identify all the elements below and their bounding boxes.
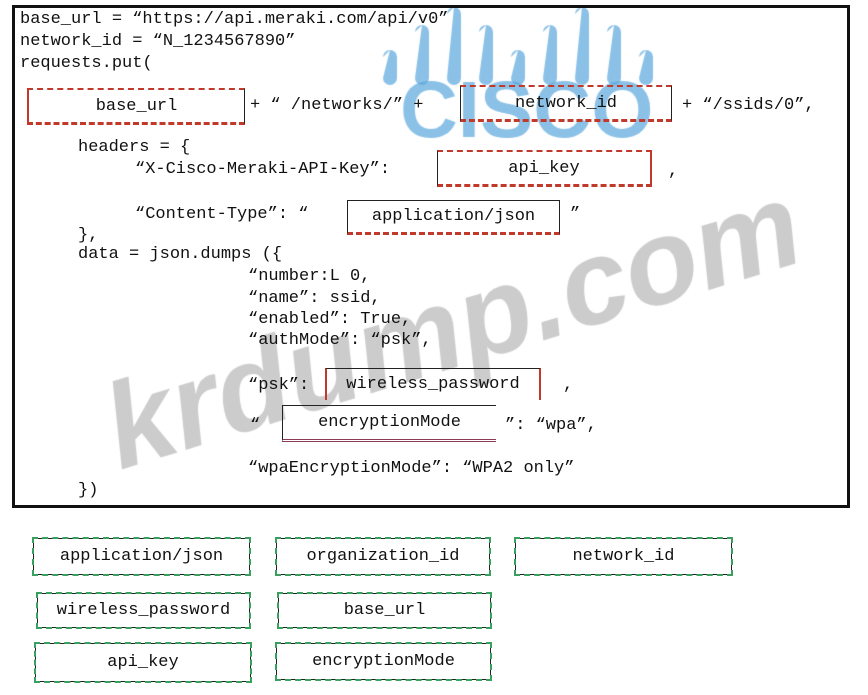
code-text: + “/ssids/0”, [682, 96, 815, 115]
code-text: ” [570, 205, 581, 224]
code-line: data = json.dumps ({ [78, 245, 283, 264]
code-line: “number:L 0, [248, 267, 371, 286]
drop-zone-network-id[interactable]: network_id [460, 85, 672, 122]
option-api-key[interactable]: api_key [34, 642, 252, 683]
code-text: “psk”: [248, 376, 310, 395]
option-network-id[interactable]: network_id [514, 537, 733, 576]
code-line: “enabled”: True, [248, 310, 412, 329]
option-wireless-password[interactable]: wireless_password [36, 592, 251, 629]
drop-zone-base-url[interactable]: base_url [27, 88, 245, 125]
code-text: , [563, 376, 574, 395]
code-text: ”: “wpa”, [505, 416, 597, 435]
code-text: “Content-Type”: “ [135, 205, 309, 224]
code-text: “ [250, 416, 261, 435]
option-organization-id[interactable]: organization_id [275, 537, 491, 576]
drop-zone-encryption[interactable]: encryptionMode [282, 405, 496, 442]
drop-zone-api-key[interactable]: api_key [437, 150, 652, 187]
drop-zone-psk[interactable]: wireless_password [325, 368, 541, 400]
code-line: base_url = “https://api.meraki.com/api/v… [20, 10, 449, 29]
code-line: network_id = “N_1234567890” [20, 32, 296, 51]
code-text: , [668, 162, 679, 181]
code-line: “authMode”: “psk”, [248, 331, 432, 350]
code-line: headers = { [78, 138, 191, 157]
option-application-json[interactable]: application/json [32, 537, 251, 576]
code-text: + “ /networks/” + [250, 96, 424, 115]
code-line: “wpaEncryptionMode”: “WPA2 only” [248, 459, 575, 478]
option-base-url[interactable]: base_url [277, 592, 492, 629]
code-line: }, [78, 226, 99, 245]
code-line: “name”: ssid, [248, 289, 381, 308]
code-line: }) [78, 481, 99, 500]
option-encryption-mode[interactable]: encryptionMode [275, 642, 492, 681]
code-text: “X-Cisco-Meraki-API-Key”: [135, 160, 391, 179]
drop-zone-content-type[interactable]: application/json [347, 200, 560, 235]
code-line: requests.put( [20, 54, 153, 73]
